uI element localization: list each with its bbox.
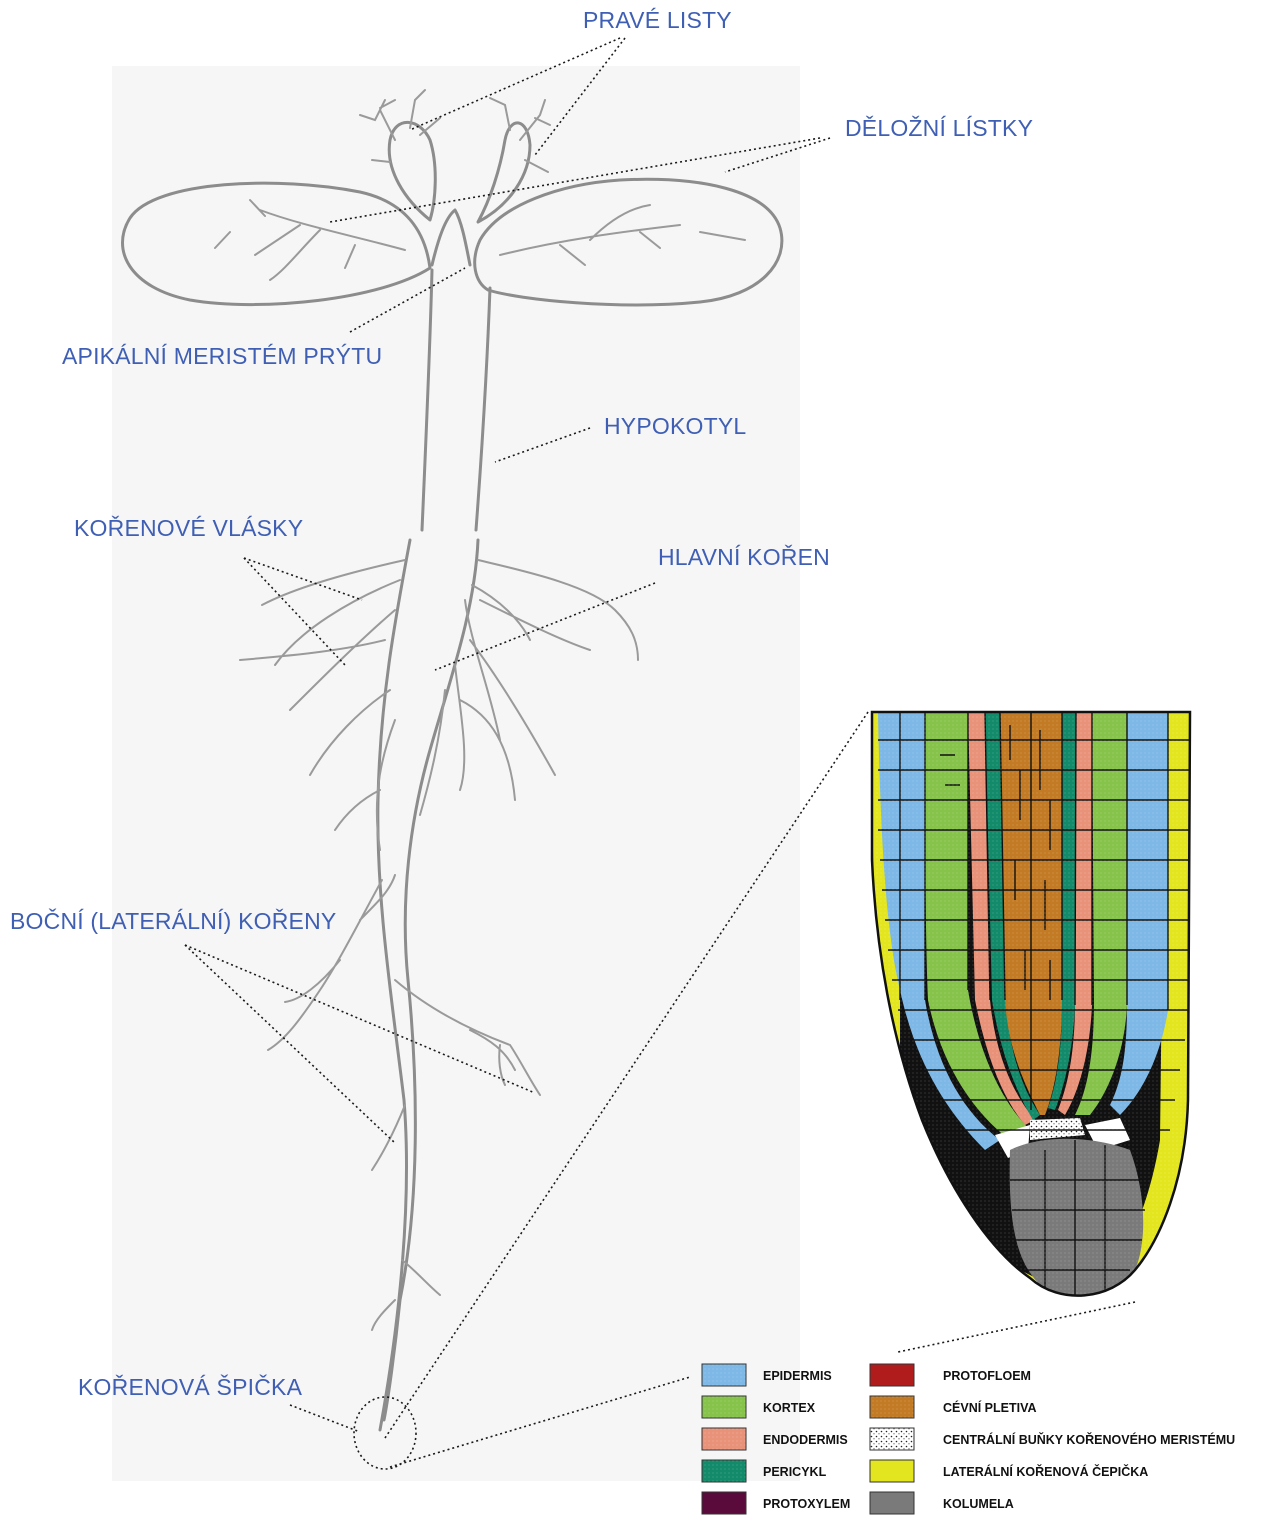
- label-korenove-vlasky: KOŘENOVÉ VLÁSKY: [74, 515, 303, 541]
- legend-label-epidermis: EPIDERMIS: [763, 1369, 832, 1383]
- legend-swatch-kolumela: [870, 1492, 914, 1514]
- legend-label-kolumela: KOLUMELA: [943, 1497, 1014, 1511]
- label-prave-listy: PRAVÉ LISTY: [583, 7, 732, 33]
- legend-item-cevni-pletiva: CÉVNÍ PLETIVA: [870, 1396, 1037, 1418]
- legend-label-pericykl: PERICYKL: [763, 1465, 827, 1479]
- label-delozni-listky: DĚLOŽNÍ LÍSTKY: [845, 115, 1033, 141]
- legend-swatch-protoxylem: [702, 1492, 746, 1514]
- legend-item-kolumela: KOLUMELA: [870, 1492, 1014, 1514]
- label-bocni-koreny: BOČNÍ (LATERÁLNÍ) KOŘENY: [10, 907, 336, 934]
- legend-item-lateralni-cepicka: LATERÁLNÍ KOŘENOVÁ ČEPIČKA: [870, 1460, 1148, 1482]
- legend-swatch-centralni-bunky: [870, 1428, 914, 1450]
- label-korenova-spicka: KOŘENOVÁ ŠPIČKA: [78, 1373, 303, 1400]
- root-tip-section: [860, 700, 1200, 1320]
- legend-swatch-lateralni-cepicka: [870, 1460, 914, 1482]
- label-apikalni-meristem: APIKÁLNÍ MERISTÉM PRÝTU: [62, 343, 382, 369]
- legend-label-kortex: KORTEX: [763, 1401, 816, 1415]
- label-hlavni-koren: HLAVNÍ KOŘEN: [658, 544, 830, 570]
- legend-label-protofloem: PROTOFLOEM: [943, 1369, 1031, 1383]
- legend-swatch-protofloem: [870, 1364, 914, 1386]
- label-hypokotyl: HYPOKOTYL: [604, 413, 746, 439]
- legend-item-protoxylem: PROTOXYLEM: [702, 1492, 850, 1514]
- legend-item-centralni-bunky: CENTRÁLNÍ BUŇKY KOŘENOVÉHO MERISTÉMU: [870, 1428, 1235, 1450]
- legend-item-protofloem: PROTOFLOEM: [870, 1364, 1031, 1386]
- paper-background: [112, 66, 800, 1481]
- legend-label-protoxylem: PROTOXYLEM: [763, 1497, 850, 1511]
- legend-label-endodermis: ENDODERMIS: [763, 1433, 848, 1447]
- legend-label-centralni-bunky: CENTRÁLNÍ BUŇKY KOŘENOVÉHO MERISTÉMU: [943, 1432, 1235, 1447]
- legend-label-cevni-pletiva: CÉVNÍ PLETIVA: [943, 1400, 1037, 1415]
- legend-label-lateralni-cepicka: LATERÁLNÍ KOŘENOVÁ ČEPIČKA: [943, 1464, 1148, 1479]
